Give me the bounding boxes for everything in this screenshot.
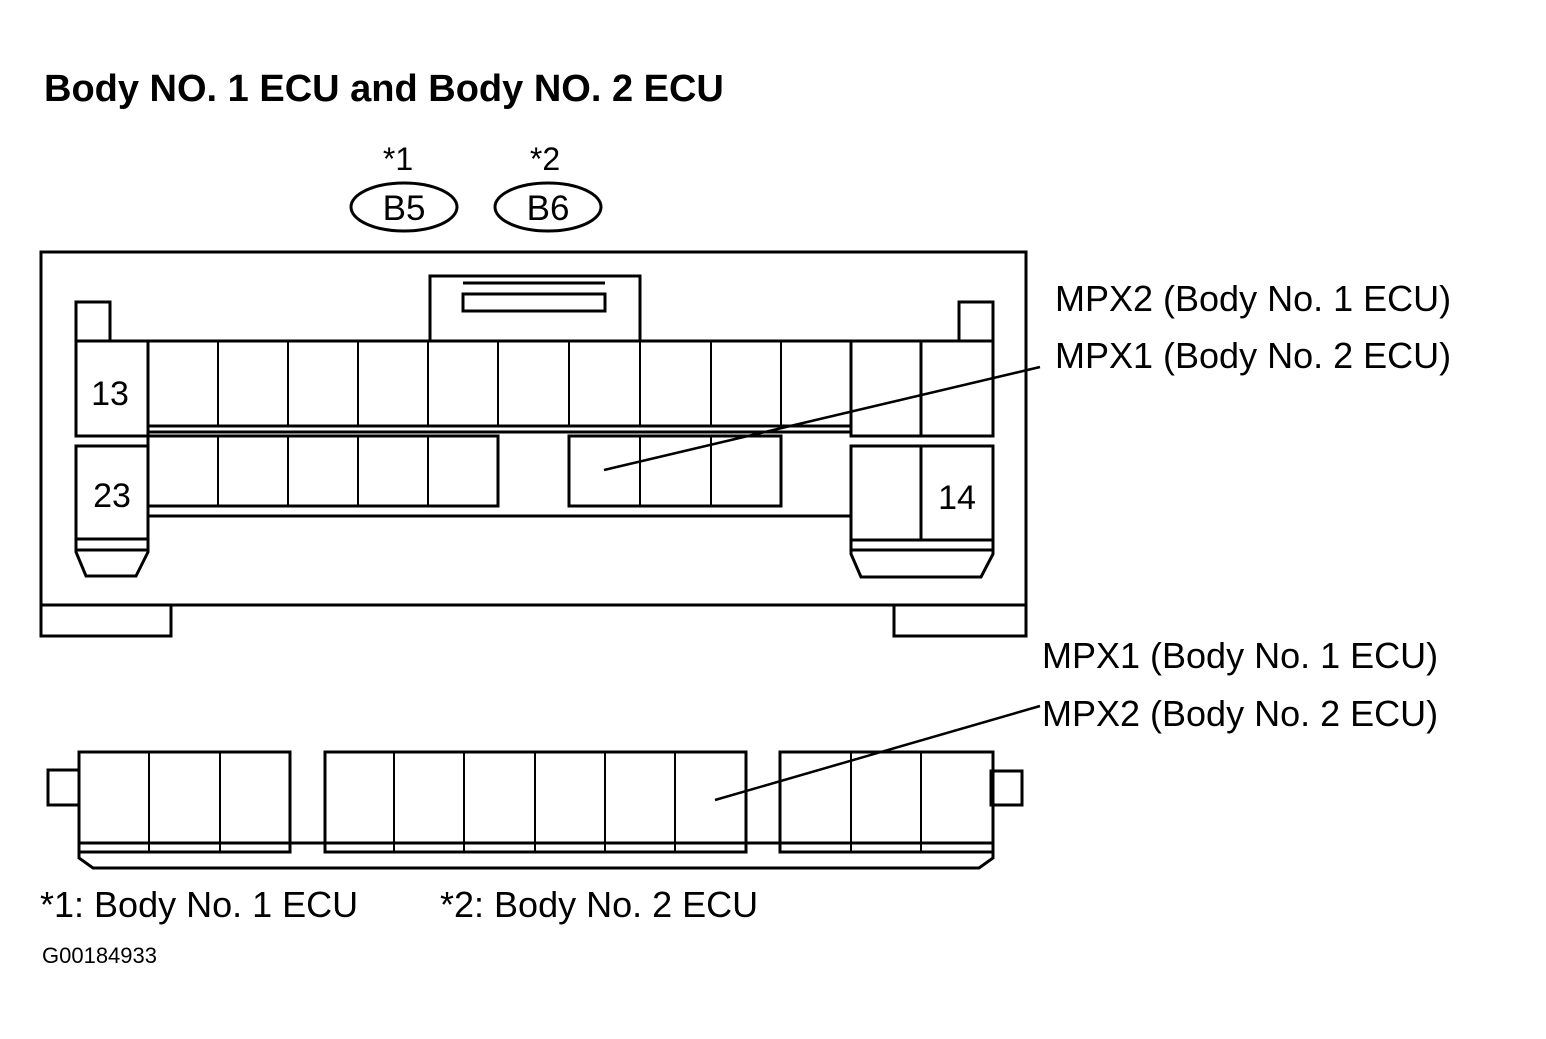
upper-connector <box>39 250 1028 638</box>
lower-callout-leader <box>714 704 1041 802</box>
upper-callout-leader <box>603 365 1041 472</box>
footnote-2: *2: Body No. 2 ECU <box>440 884 758 925</box>
callout-upper-line-2: MPX1 (Body No. 2 ECU) <box>1055 335 1451 376</box>
pin-label-23: 23 <box>93 477 131 515</box>
connector-ref-note-2: *2 <box>530 141 560 177</box>
lower-connector-dividers <box>148 752 922 852</box>
connector-ref-oval-b6 <box>493 181 603 233</box>
connector-ref-code-b6: B6 <box>527 189 570 228</box>
callout-lower-line-2: MPX2 (Body No. 2 ECU) <box>1042 693 1438 734</box>
upper-connector-dividers <box>217 341 782 506</box>
diagram-title: Body NO. 1 ECU and Body NO. 2 ECU <box>44 68 724 110</box>
connector-ref-note-1: *1 <box>383 141 413 177</box>
figure-id: G00184933 <box>42 943 157 968</box>
callout-lower-line-1: MPX1 (Body No. 1 ECU) <box>1042 635 1438 676</box>
pin-label-13: 13 <box>91 375 129 413</box>
connector-ref-code-b5: B5 <box>383 189 426 228</box>
connector-ref-oval-b5 <box>349 181 459 233</box>
pin-label-14: 14 <box>938 479 976 517</box>
footnote-1: *1: Body No. 1 ECU <box>40 884 358 925</box>
callout-upper-line-1: MPX2 (Body No. 1 ECU) <box>1055 278 1451 319</box>
